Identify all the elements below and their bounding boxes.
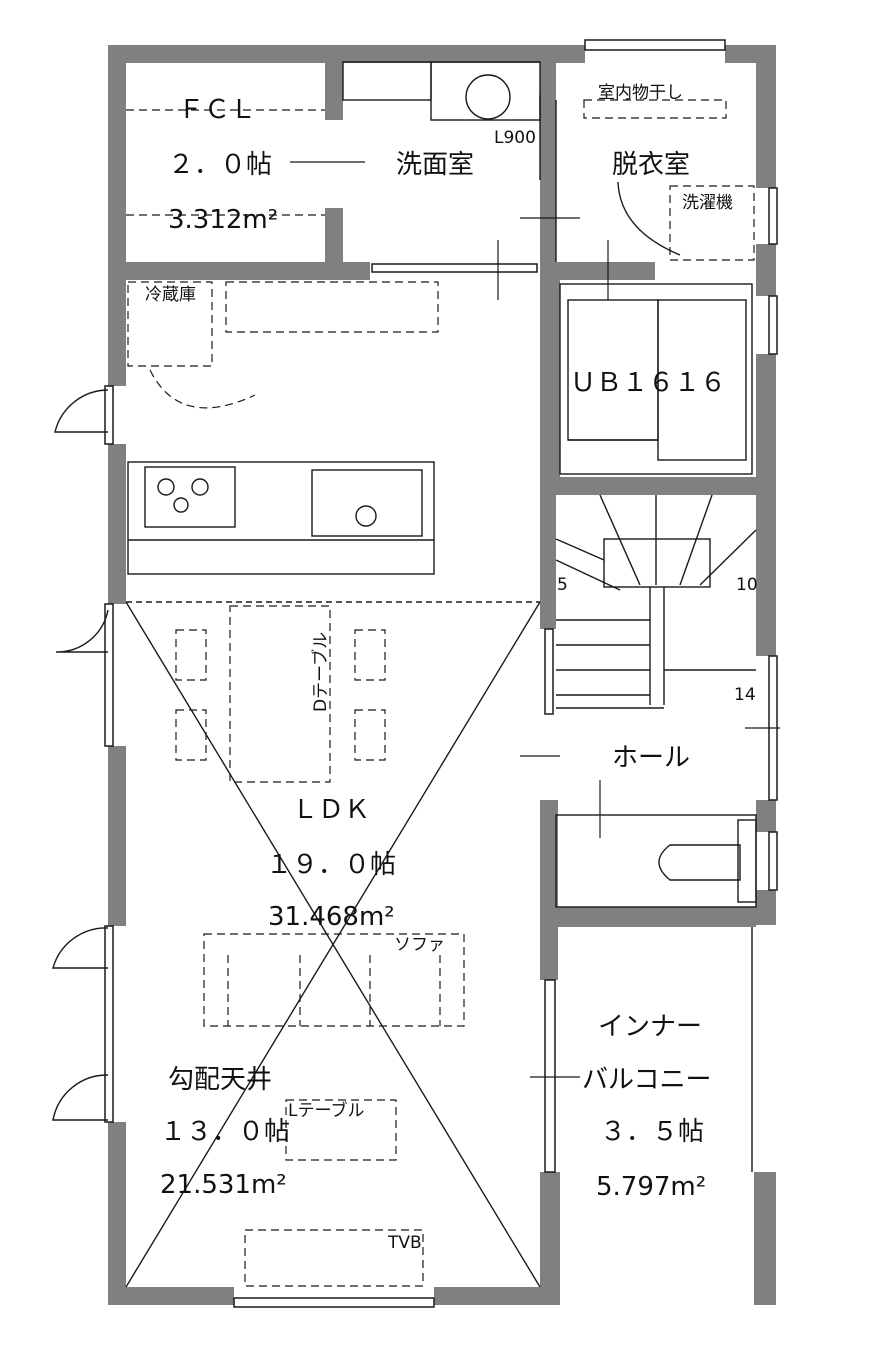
low-table-label: Lテーブル — [288, 1100, 364, 1121]
dressing-name: 脱衣室 — [612, 150, 690, 180]
slope-name: 勾配天井 — [168, 1065, 272, 1095]
bath-name: ＵＢ１６１６ — [570, 368, 726, 398]
dining-table-label: Dテーブル — [310, 632, 331, 712]
dressing-dryer: 室内物干し — [598, 83, 683, 103]
fcl-area: 3.312m² — [168, 205, 278, 235]
fcl-size: ２．０帖 — [168, 150, 272, 180]
cross-marks — [290, 161, 780, 1078]
room-labels: ＦＣＬ ２．０帖 3.312m² 洗面室 L900 脱衣室 室内物干し 洗濯機 … — [145, 83, 758, 1253]
fridge-label: 冷蔵庫 — [145, 285, 196, 305]
ldk-area: 31.468m² — [268, 902, 395, 932]
stair-step-a: 5 — [557, 575, 568, 595]
dashed-furniture — [126, 99, 755, 1287]
dressing-washer: 洗濯機 — [682, 193, 733, 213]
balcony-line1: インナー — [598, 1012, 702, 1042]
tv-board-label: TVB — [387, 1233, 422, 1253]
slope-area: 21.531m² — [160, 1170, 287, 1200]
washroom-note: L900 — [494, 128, 536, 148]
fixtures — [125, 61, 757, 1288]
balcony-area: 5.797m² — [596, 1172, 706, 1202]
door-swings — [52, 389, 109, 1121]
walls — [108, 45, 776, 1305]
fcl-name: ＦＣＬ — [178, 95, 256, 125]
sofa-label: ソファ — [394, 935, 445, 955]
washroom-name: 洗面室 — [396, 150, 474, 180]
stair-step-c: 14 — [734, 685, 756, 705]
balcony-line2: バルコニー — [582, 1065, 711, 1095]
hall-name: ホール — [612, 743, 690, 773]
ldk-size: １９．０帖 — [266, 850, 396, 880]
balcony-size: ３．５帖 — [600, 1117, 704, 1147]
ldk-name: ＬＤＫ — [292, 795, 370, 825]
stair-step-b: 10 — [736, 575, 758, 595]
slope-size: １３．０帖 — [160, 1117, 290, 1147]
